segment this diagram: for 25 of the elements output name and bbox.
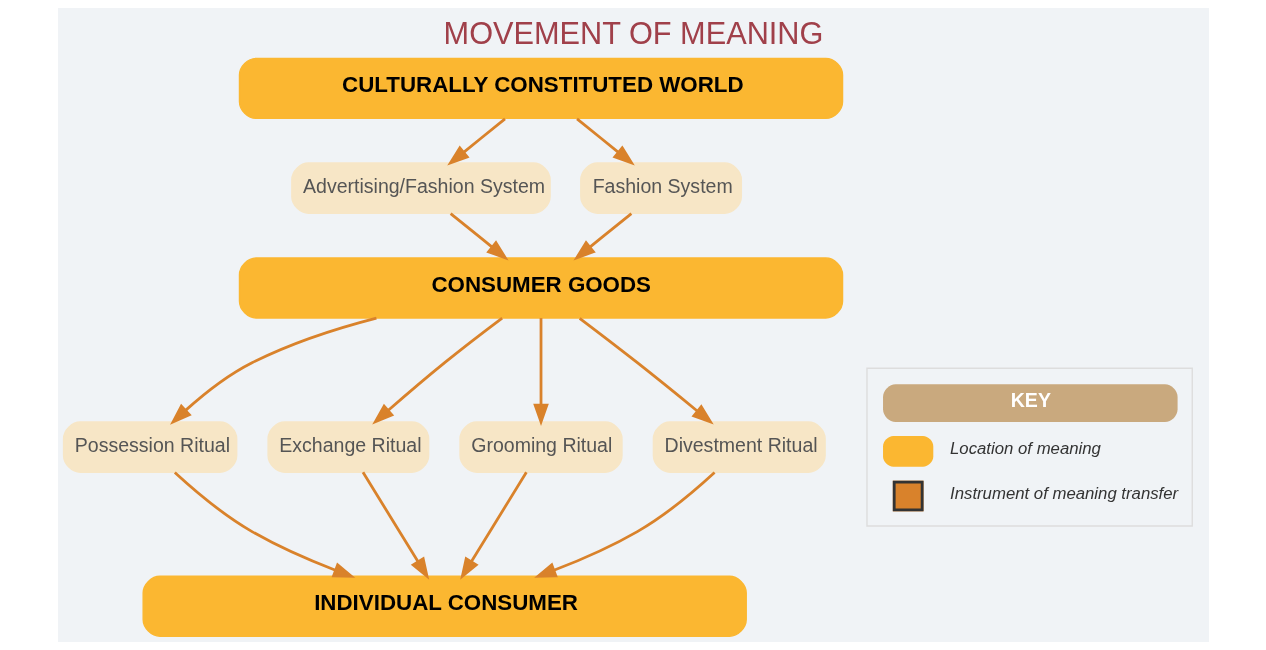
arrow (446, 117, 506, 166)
node-box: Fashion System (579, 162, 742, 214)
arrow (575, 117, 635, 166)
node-box: INDIVIDUAL CONSUMER (141, 575, 747, 637)
arrow (371, 317, 503, 425)
arrow (173, 471, 355, 578)
node-box: Possession Ritual (62, 421, 237, 473)
arrow (573, 212, 632, 261)
arrow (532, 318, 549, 427)
arrow (459, 471, 528, 580)
node-box: Grooming Ritual (458, 421, 623, 473)
node-box: CULTURALLY CONSTITUTED WORLD (238, 57, 843, 120)
legend-label: Instrument of meaning transfer (949, 483, 1178, 503)
arrow (578, 317, 714, 425)
node-box: Divestment Ritual (652, 421, 826, 473)
arrow (533, 471, 715, 578)
label: KEY (1010, 388, 1051, 411)
diagram-title: MOVEMENT OF MEANING (443, 15, 823, 51)
legend-label: Location of meaning (949, 439, 1101, 459)
arrow (449, 212, 509, 261)
node-box: Exchange Ritual (266, 421, 429, 473)
arrow (361, 471, 429, 580)
node-box: Advertising/Fashion System (290, 162, 551, 214)
node-box: CONSUMER GOODS (238, 257, 843, 319)
arrow (169, 316, 377, 425)
